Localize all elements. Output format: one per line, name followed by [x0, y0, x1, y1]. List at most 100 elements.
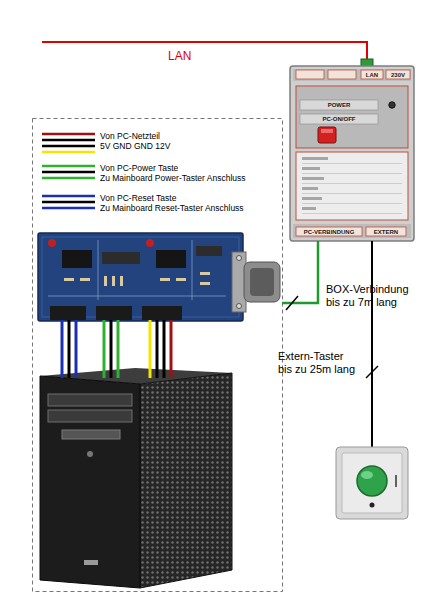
control-box-housing — [290, 66, 414, 241]
panel-label: PC-VERBINDUNG — [304, 228, 355, 236]
wire — [117, 320, 120, 378]
legend-line-sample — [42, 171, 95, 174]
control-box-housing — [318, 127, 336, 143]
push-button — [395, 475, 397, 487]
circuit-board — [160, 278, 170, 281]
push-button — [357, 466, 387, 496]
panel-label: PC-ON/OFF — [323, 115, 356, 123]
circuit-board — [102, 252, 140, 264]
control-box-housing — [302, 207, 316, 210]
control-box-housing — [366, 227, 406, 236]
control-box-housing — [296, 86, 408, 148]
control-box-housing — [302, 177, 324, 180]
circuit-board — [237, 304, 242, 309]
wire — [68, 320, 71, 378]
wire — [110, 320, 113, 378]
push-button — [361, 471, 373, 479]
panel-label: LAN — [366, 71, 378, 79]
lan-cable — [42, 42, 373, 67]
lan-cable — [42, 42, 367, 59]
control-box-housing — [361, 70, 383, 79]
control-box-housing — [302, 167, 320, 170]
cable-label: BOX-Verbindung bis zu 7m lang — [326, 283, 413, 309]
control-box-housing — [302, 157, 328, 160]
wrap-spacer — [346, 350, 360, 363]
control-box-housing — [302, 213, 402, 214]
wire — [163, 320, 166, 378]
wrap-spacer — [411, 283, 413, 296]
wire — [170, 320, 173, 378]
circuit-board — [38, 233, 243, 321]
legend-line-sample — [42, 145, 95, 148]
circuit-board — [196, 246, 222, 256]
wrap-spacer — [179, 194, 248, 204]
circuit-board — [64, 272, 210, 286]
pc-tower — [62, 430, 120, 439]
panel-label: POWER — [328, 101, 351, 109]
pc-tower — [48, 394, 132, 406]
wrap-spacer — [162, 132, 175, 142]
circuit-board — [80, 278, 90, 281]
circuit-board — [98, 240, 99, 300]
push-button — [336, 447, 408, 519]
legend-text: Von PC-Netzteil 5V GND GND 12V — [100, 132, 175, 151]
wire — [75, 320, 78, 378]
control-box-housing — [302, 173, 402, 174]
pc-tower — [140, 373, 232, 588]
control-box-housing — [302, 163, 402, 164]
wire — [149, 320, 152, 378]
control-box-housing — [296, 152, 408, 220]
circuit-board — [42, 237, 239, 317]
control-box-housing — [386, 70, 410, 79]
circuit-board — [96, 306, 132, 320]
extern-cable — [371, 241, 373, 447]
network-label: LAN — [168, 49, 191, 63]
pc-tower — [84, 560, 98, 565]
control-box-housing — [293, 69, 411, 81]
push-button — [370, 503, 375, 508]
circuit-board — [200, 272, 210, 275]
pc-tower — [40, 376, 140, 588]
circuit-board — [48, 296, 226, 297]
wrap-spacer — [181, 164, 250, 174]
box-cable — [286, 296, 298, 310]
legend-item: Von PC-Netzteil 5V GND GND 12V — [100, 132, 175, 151]
wire — [61, 320, 64, 378]
circuit-board — [48, 239, 56, 247]
legend-text: Von PC-Reset Taste Zu Mainboard Reset-Ta… — [100, 194, 248, 213]
control-box-housing — [328, 70, 356, 79]
control-box-housing — [293, 224, 411, 238]
circuit-board — [142, 306, 182, 320]
circuit-board — [38, 233, 280, 321]
push-button — [342, 453, 402, 513]
legend-line-sample — [42, 139, 95, 142]
pc-tower — [87, 451, 93, 457]
control-box-housing — [302, 183, 402, 184]
legend-line-sample — [42, 207, 95, 210]
control-box-housing — [302, 164, 402, 214]
legend-line-sample — [42, 133, 95, 136]
circuit-board — [62, 250, 92, 268]
control-box-housing — [290, 66, 414, 241]
circuit-board — [156, 250, 186, 268]
legend-line-sample — [42, 201, 95, 204]
legend-line-sample — [42, 165, 95, 168]
panel-label: EXTERN — [374, 228, 398, 236]
control-box-housing — [296, 70, 324, 79]
legend-item: Von PC-Reset Taste Zu Mainboard Reset-Ta… — [100, 194, 248, 213]
control-box-housing — [296, 227, 362, 236]
cable-label: Extern-Taster bis zu 25m lang — [278, 350, 360, 376]
circuit-board — [120, 276, 123, 286]
circuit-board — [192, 240, 193, 300]
circuit-board — [176, 278, 186, 281]
circuit-board — [112, 276, 115, 286]
legend-line-sample — [42, 134, 95, 208]
circuit-board — [48, 240, 226, 300]
extern-cable — [366, 241, 378, 447]
circuit-board — [250, 268, 274, 296]
circuit-board — [237, 256, 242, 261]
legend-text: Von PC-Power Taste Zu Mainboard Power-Ta… — [100, 164, 250, 183]
control-box: LAN230VPOWERPC-ON/OFFPC-VERBINDUNGEXTERN — [290, 66, 414, 241]
control-box-housing — [302, 187, 318, 190]
